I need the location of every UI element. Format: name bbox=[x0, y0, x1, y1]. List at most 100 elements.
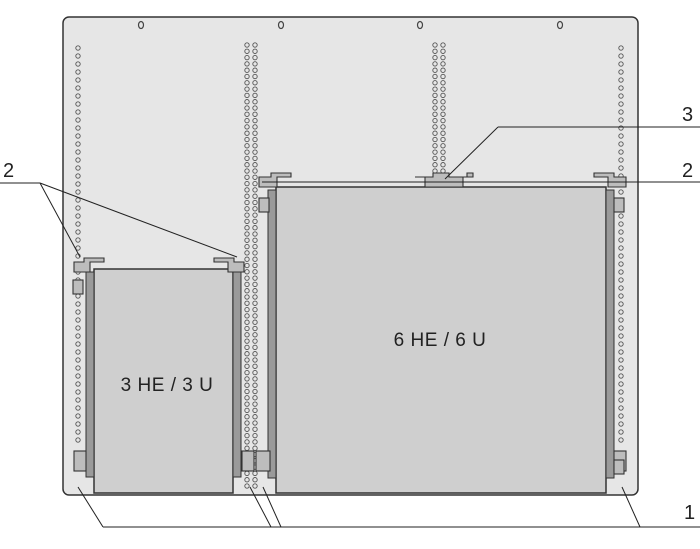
leader-1-to-3he-right bbox=[249, 486, 272, 528]
perforation-hole bbox=[244, 281, 250, 288]
perforation-hole bbox=[432, 92, 438, 99]
perforation-hole bbox=[244, 294, 250, 300]
perforation-holes bbox=[75, 42, 624, 489]
leader-2-left-to-right-bracket bbox=[39, 182, 238, 258]
perforation-hole bbox=[75, 317, 81, 323]
perforation-hole bbox=[252, 483, 258, 489]
bracket-3he-top-right bbox=[213, 257, 245, 273]
perforation-hole bbox=[75, 365, 81, 371]
perforation-hole bbox=[252, 269, 258, 275]
perforation-hole bbox=[440, 61, 446, 67]
perforation-hole bbox=[440, 117, 446, 124]
perforation-hole bbox=[244, 42, 250, 48]
perforation-hole bbox=[252, 313, 258, 319]
perforation-hole bbox=[618, 245, 624, 251]
perforation-hole bbox=[432, 124, 438, 130]
leader-2-left-to-left-bracket bbox=[39, 182, 81, 258]
perforation-hole bbox=[75, 173, 81, 179]
perforation-hole bbox=[75, 237, 81, 243]
perforation-hole bbox=[75, 205, 81, 211]
perforation-hole bbox=[244, 206, 250, 212]
perforation-hole bbox=[440, 143, 446, 149]
perforation-hole bbox=[75, 109, 81, 115]
perforation-hole bbox=[252, 376, 258, 382]
perforation-hole bbox=[618, 213, 624, 219]
perforation-hole bbox=[252, 237, 258, 243]
perforation-hole bbox=[75, 341, 81, 347]
perforation-hole bbox=[75, 357, 81, 363]
perforation-hole bbox=[75, 301, 81, 307]
perforation-hole bbox=[252, 111, 258, 117]
perforation-hole bbox=[432, 117, 438, 124]
perforation-hole bbox=[244, 256, 250, 262]
perforation-hole bbox=[252, 155, 258, 162]
perforation-hole bbox=[432, 48, 438, 54]
perforation-hole bbox=[618, 277, 624, 283]
perforation-hole bbox=[244, 275, 250, 281]
perforation-hole bbox=[252, 231, 258, 237]
perforation-hole bbox=[440, 80, 446, 86]
perforation-hole bbox=[252, 332, 258, 338]
perforation-hole bbox=[440, 111, 446, 117]
perforation-hole bbox=[618, 357, 624, 363]
perforation-hole bbox=[75, 245, 81, 251]
perforation-hole bbox=[244, 357, 250, 363]
module-6he-right-rail bbox=[605, 189, 615, 479]
perforation-hole bbox=[432, 42, 438, 48]
perforation-hole bbox=[244, 143, 250, 149]
perforation-hole bbox=[75, 309, 81, 315]
perforation-hole bbox=[252, 67, 258, 73]
perforation-hole bbox=[244, 344, 250, 351]
perforation-hole bbox=[244, 407, 250, 414]
perforation-hole bbox=[244, 369, 250, 376]
perforation-hole bbox=[432, 149, 438, 155]
perforation-hole bbox=[75, 189, 81, 195]
perforation-hole bbox=[618, 117, 624, 123]
perforation-hole bbox=[244, 231, 250, 237]
perforation-hole bbox=[252, 124, 258, 130]
perforation-hole bbox=[244, 325, 250, 332]
perforation-hole bbox=[618, 61, 624, 67]
perforation-hole bbox=[618, 325, 624, 331]
perforation-hole bbox=[75, 405, 81, 411]
perforation-hole bbox=[252, 136, 258, 143]
perforation-hole bbox=[440, 54, 446, 61]
perforation-hole bbox=[244, 80, 250, 86]
module-6he-label: 6 HE / 6 U bbox=[394, 330, 487, 351]
perforation-hole bbox=[252, 382, 258, 388]
perforation-hole bbox=[252, 61, 258, 67]
perforation-hole bbox=[252, 407, 258, 414]
perforation-hole bbox=[618, 301, 624, 307]
perforation-hole bbox=[432, 99, 438, 105]
perforation-hole bbox=[75, 149, 81, 155]
perforation-hole bbox=[252, 275, 258, 281]
perforation-hole bbox=[75, 381, 81, 387]
perforation-hole bbox=[75, 181, 81, 187]
perforation-hole bbox=[75, 389, 81, 395]
perforation-hole bbox=[244, 414, 250, 420]
perforation-hole bbox=[75, 429, 81, 435]
clip-6he-bottom-left bbox=[255, 450, 271, 472]
perforation-hole bbox=[252, 92, 258, 99]
perforation-hole bbox=[252, 401, 258, 407]
perforation-hole bbox=[432, 136, 438, 143]
perforation-hole bbox=[244, 477, 250, 483]
perforation-hole bbox=[244, 218, 250, 225]
perforation-hole bbox=[618, 349, 624, 355]
perforation-hole bbox=[252, 477, 258, 483]
module-6he-left-rail bbox=[267, 189, 277, 479]
perforation-hole bbox=[244, 420, 250, 426]
perforation-hole bbox=[432, 130, 438, 136]
callout-1: 1 bbox=[684, 502, 695, 524]
perforation-hole bbox=[618, 93, 624, 99]
perforation-hole bbox=[244, 439, 250, 445]
perforation-hole bbox=[440, 155, 446, 162]
perforation-hole bbox=[440, 42, 446, 48]
perforation-hole bbox=[244, 117, 250, 124]
perforation-hole bbox=[618, 437, 624, 443]
perforation-hole bbox=[252, 42, 258, 48]
module-3he-right-rail bbox=[232, 271, 242, 478]
perforation-hole bbox=[252, 187, 258, 193]
perforation-hole bbox=[618, 285, 624, 291]
leader-3-diagonal bbox=[444, 126, 499, 180]
